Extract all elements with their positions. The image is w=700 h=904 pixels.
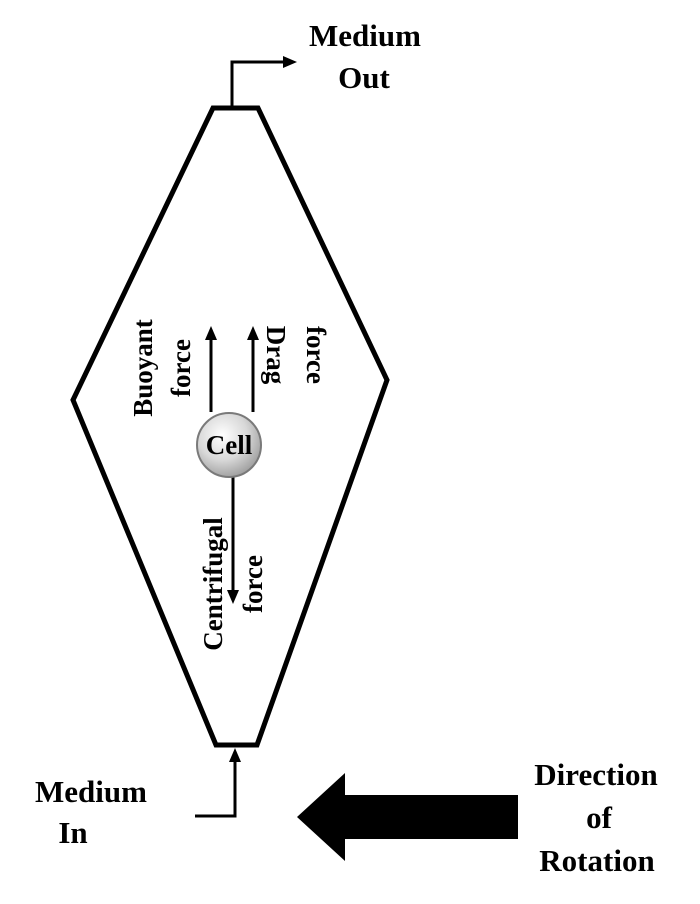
cell-label: Cell [206, 430, 253, 460]
inlet-label-line2: In [58, 815, 87, 850]
buoyant-label-line2: force [166, 339, 196, 397]
drag-label-line1: Drag [261, 326, 291, 385]
inlet-label-line1: Medium [35, 774, 147, 809]
centrifugal-arrowhead [227, 590, 239, 604]
outlet-label-line2: Out [338, 60, 390, 95]
centrifugal-label-line2: force [238, 555, 268, 613]
rotation-label-line1: Direction [534, 757, 657, 792]
centrifugal-label-line1: Centrifugal [198, 517, 228, 651]
outlet-pipe [230, 60, 285, 108]
chamber-outline [70, 105, 390, 748]
inlet-arrowhead [229, 748, 241, 762]
outlet-label-line1: Medium [309, 18, 421, 53]
buoyant-arrowhead [205, 326, 217, 340]
buoyant-label-line1: Buoyant [128, 319, 158, 417]
cell-circle [196, 412, 262, 478]
inlet-pipe [195, 760, 237, 818]
rotation-arrow [297, 773, 518, 861]
rotation-label-line3: Rotation [539, 843, 654, 878]
drag-arrowhead [247, 326, 259, 340]
outlet-arrowhead [283, 56, 297, 68]
drag-label-line2: force [301, 326, 331, 384]
rotation-label-line2: of [586, 800, 613, 835]
